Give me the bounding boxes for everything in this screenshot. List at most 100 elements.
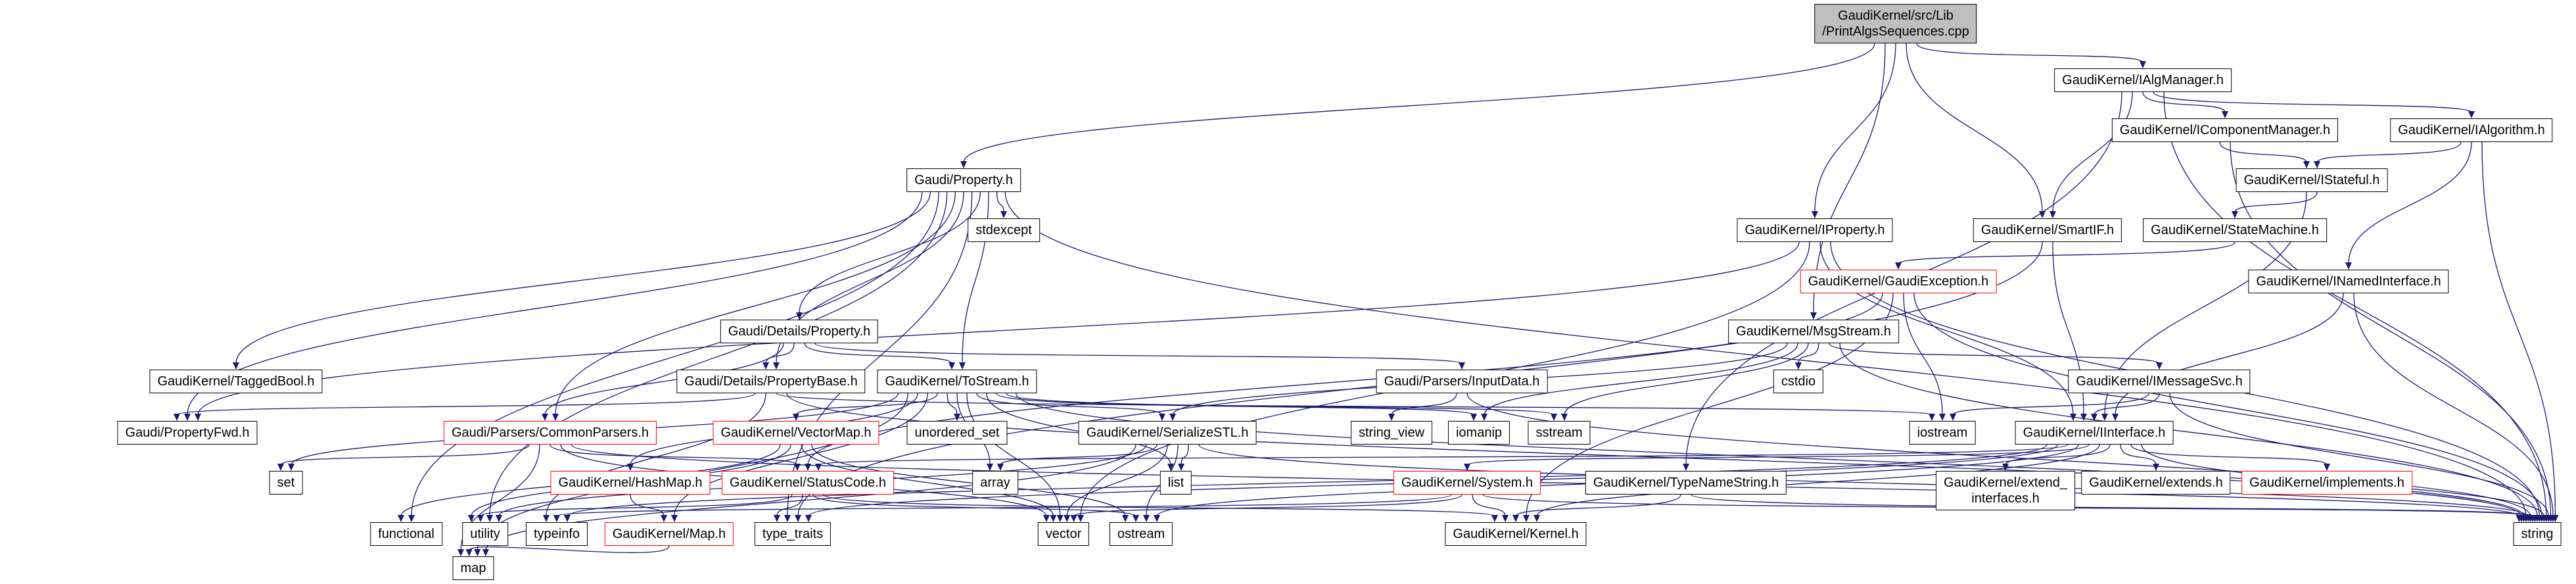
node-typenamestring[interactable]: GaudiKernel/TypeNameString.h	[1585, 471, 1787, 495]
node-statemachine[interactable]: GaudiKernel/StateMachine.h	[2143, 218, 2327, 242]
include-edge-tostream-serializestl	[976, 393, 1163, 416]
edge-arrowhead	[1534, 515, 1540, 522]
node-tostream[interactable]: GaudiKernel/ToStream.h	[877, 370, 1037, 393]
edge-arrowhead	[2222, 111, 2228, 118]
node-ostream[interactable]: ostream	[1109, 522, 1173, 546]
node-inputdata[interactable]: Gaudi/Parsers/InputData.h	[1376, 370, 1548, 393]
node-statuscode[interactable]: GaudiKernel/StatusCode.h	[722, 471, 894, 495]
node-set[interactable]: set	[269, 471, 303, 495]
node-detailsproperty[interactable]: Gaudi/Details/Property.h	[720, 320, 879, 343]
node-extendinterfaces[interactable]: GaudiKernel/extend_interfaces.h	[1936, 471, 2075, 510]
node-label: string_view	[1358, 426, 1425, 440]
include-edge-tostream-sstream	[1006, 393, 1555, 416]
edge-arrowhead	[2345, 262, 2352, 270]
include-edge-iinterface-system	[1466, 444, 2090, 466]
node-string[interactable]: string	[2513, 522, 2562, 546]
include-edge-property-string	[1004, 191, 2527, 517]
node-property[interactable]: Gaudi/Property.h	[906, 168, 1021, 192]
node-extends[interactable]: GaudiKernel/extends.h	[2081, 471, 2231, 495]
node-label: GaudiKernel/ToStream.h	[885, 374, 1029, 389]
node-map[interactable]: map	[452, 556, 494, 580]
node-label: GaudiKernel/Map.h	[612, 527, 726, 541]
node-vector[interactable]: vector	[1037, 522, 1090, 546]
node-iomanip[interactable]: iomanip	[1447, 421, 1510, 445]
node-icomponentmanager[interactable]: GaudiKernel/IComponentManager.h	[2111, 118, 2339, 142]
include-edge-property-stdexcept	[996, 191, 1004, 213]
include-edge-ialgmanager-icomponentmanager	[2142, 91, 2226, 113]
include-edge-property-functional	[411, 191, 939, 517]
node-label: Gaudi/Property.h	[914, 173, 1013, 187]
node-ialgorithm[interactable]: GaudiKernel/IAlgorithm.h	[2390, 118, 2553, 142]
node-system[interactable]: GaudiKernel/System.h	[1393, 471, 1541, 495]
node-serializestl[interactable]: GaudiKernel/SerializeSTL.h	[1078, 421, 1257, 445]
node-iproperty[interactable]: GaudiKernel/IProperty.h	[1737, 218, 1893, 242]
node-commonparsers[interactable]: Gaudi/Parsers/CommonParsers.h	[443, 421, 657, 445]
node-sstream[interactable]: sstream	[1528, 421, 1591, 445]
node-hashmap[interactable]: GaudiKernel/HashMap.h	[550, 471, 711, 495]
edge-arrowhead	[795, 515, 801, 522]
node-imessagesvc[interactable]: GaudiKernel/IMessageSvc.h	[2068, 370, 2251, 393]
node-implements[interactable]: GaudiKernel/implements.h	[2241, 471, 2412, 495]
edge-arrowhead	[671, 515, 678, 522]
node-stringview[interactable]: string_view	[1350, 421, 1433, 445]
edge-arrowhead	[1551, 414, 1557, 421]
node-label: GaudiKernel/IAlgorithm.h	[2398, 123, 2545, 137]
node-iostream[interactable]: iostream	[1909, 421, 1976, 445]
node-label: array	[980, 475, 1010, 490]
edge-arrowhead	[1502, 515, 1509, 522]
include-edge-cpp-msgstream	[1813, 43, 1886, 314]
node-msgstream[interactable]: GaudiKernel/MsgStream.h	[1728, 320, 1899, 343]
node-label: GaudiKernel/implements.h	[2249, 475, 2404, 490]
node-typetraits[interactable]: type_traits	[754, 522, 831, 546]
node-functional[interactable]: functional	[370, 522, 442, 546]
node-inamedinterface[interactable]: GaudiKernel/INamedInterface.h	[2248, 270, 2449, 293]
node-propertyfwd[interactable]: Gaudi/PropertyFwd.h	[117, 421, 258, 445]
node-cstdio[interactable]: cstdio	[1773, 370, 1824, 393]
node-gaudimap[interactable]: GaudiKernel/Map.h	[604, 522, 734, 546]
include-edge-msgstream-cstdio	[1798, 343, 1819, 364]
include-edge-statuscode-utility	[480, 494, 793, 517]
node-utility[interactable]: utility	[462, 522, 508, 546]
node-ialgmanager[interactable]: GaudiKernel/IAlgManager.h	[2054, 68, 2232, 92]
include-edge-property-commonparsers	[555, 191, 956, 416]
node-taggedbool[interactable]: GaudiKernel/TaggedBool.h	[149, 370, 323, 393]
node-label: Gaudi/Details/PropertyBase.h	[684, 374, 858, 389]
node-smartif[interactable]: GaudiKernel/SmartIF.h	[1973, 218, 2122, 242]
edge-arrowhead	[482, 549, 489, 556]
edge-arrowhead	[2112, 414, 2119, 421]
node-istateful[interactable]: GaudiKernel/IStateful.h	[2236, 168, 2388, 192]
node-list[interactable]: list	[1159, 471, 1192, 495]
edge-arrowhead	[1939, 414, 1946, 421]
include-edge-serializestl-map	[485, 444, 1136, 551]
node-cpp[interactable]: GaudiKernel/src/Lib/PrintAlgsSequences.c…	[1814, 4, 1977, 43]
edge-arrowhead	[948, 362, 955, 370]
node-label: GaudiKernel/SerializeSTL.h	[1086, 426, 1249, 440]
node-iinterface[interactable]: GaudiKernel/IInterface.h	[2015, 421, 2174, 445]
edge-arrowhead	[805, 515, 812, 522]
node-stdexcept[interactable]: stdexcept	[968, 218, 1040, 242]
node-gaudiexception[interactable]: GaudiKernel/GaudiException.h	[1800, 270, 1997, 293]
node-kernel[interactable]: GaudiKernel/Kernel.h	[1445, 522, 1587, 546]
include-edge-icomponentmanager-string	[2230, 141, 2552, 517]
edge-arrowhead	[661, 515, 667, 522]
include-edge-vectormap-vector	[801, 444, 1054, 517]
include-edge-msgstream-sstream	[1564, 343, 1809, 416]
node-label: Gaudi/Details/Property.h	[728, 324, 871, 339]
include-edge-iinterface-kernel	[1536, 444, 2100, 517]
node-vectormap[interactable]: GaudiKernel/VectorMap.h	[713, 421, 879, 445]
edge-arrowhead	[2232, 211, 2238, 218]
edge-arrowhead	[543, 515, 550, 522]
node-propertybase[interactable]: Gaudi/Details/PropertyBase.h	[676, 370, 866, 393]
node-label: interfaces.h	[1971, 491, 2040, 506]
edge-arrowhead	[398, 515, 404, 522]
edge-arrowhead	[184, 414, 191, 421]
node-array[interactable]: array	[972, 471, 1018, 495]
node-label: GaudiKernel/extend_	[1944, 475, 2067, 490]
node-unorderedset[interactable]: unordered_set	[906, 421, 1008, 445]
include-edge-tostream-gaudimap	[674, 393, 928, 517]
node-typeinfo[interactable]: typeinfo	[525, 522, 588, 546]
include-edge-imessagesvc-iostream	[1952, 393, 2149, 416]
edge-arrowhead	[1561, 414, 1568, 421]
node-label: ostream	[1117, 527, 1165, 541]
node-label: GaudiKernel/IStateful.h	[2243, 173, 2380, 187]
